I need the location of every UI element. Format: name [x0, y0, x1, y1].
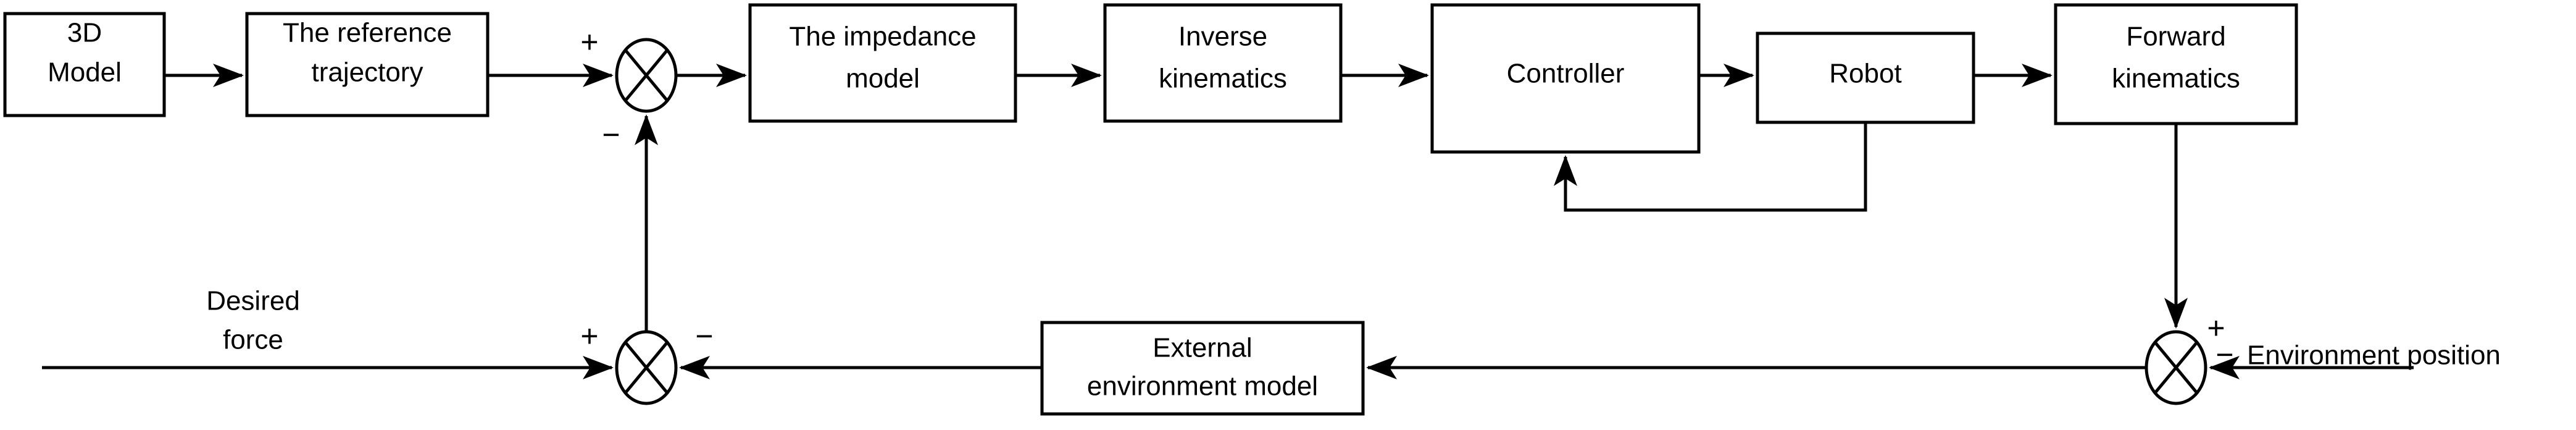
force-junction-minus-sign: − [695, 319, 713, 353]
block-robot-line1: Robot [1829, 59, 1901, 89]
environment-junction-minus-sign: − [2215, 337, 2233, 372]
wire-robot-feedback-to-controller [1554, 122, 1867, 212]
block-forward-kinematics: Forward kinematics [2054, 3, 2298, 125]
position-junction-minus-sign: − [602, 117, 620, 152]
force-junction-plus-sign: + [580, 319, 598, 353]
block-external-environment-model-line2: environment model [1087, 371, 1318, 402]
block-inverse-kinematics-line1: Inverse [1178, 22, 1267, 52]
block-3d-model-line2: Model [48, 57, 122, 88]
block-reference-trajectory: The reference trajectory [245, 12, 490, 117]
block-3d-model-line1: 3D [67, 18, 102, 48]
block-external-environment-model-line1: External [1153, 333, 1252, 363]
block-impedance-model-line2: model [846, 64, 920, 94]
environment-junction: + − [2145, 311, 2234, 405]
block-reference-trajectory-line1: The reference [283, 18, 452, 48]
block-controller: Controller [1430, 3, 1701, 154]
position-error-junction: + − [580, 25, 678, 152]
block-controller-line1: Controller [1507, 59, 1625, 89]
desired-force-label-line1: Desired [206, 286, 300, 316]
block-external-environment-model: External environment model [1040, 321, 1365, 416]
block-impedance-model-line1: The impedance [789, 22, 976, 52]
environment-position-label: Environment position [2247, 340, 2501, 371]
desired-force-label: Desired force [206, 286, 300, 355]
environment-junction-plus-sign: + [2207, 311, 2225, 345]
block-robot: Robot [1756, 32, 1975, 124]
block-inverse-kinematics-line2: kinematics [1159, 64, 1287, 94]
block-3d-model: 3D Model [3, 12, 166, 117]
block-inverse-kinematics: Inverse kinematics [1103, 3, 1343, 123]
desired-force-label-line2: force [223, 325, 283, 355]
force-error-junction: + − [580, 319, 714, 405]
position-junction-plus-sign: + [580, 25, 598, 59]
block-forward-kinematics-line2: kinematics [2112, 64, 2240, 94]
block-impedance-model: The impedance model [748, 3, 1017, 123]
block-forward-kinematics-line1: Forward [2126, 22, 2225, 52]
block-reference-trajectory-line2: trajectory [312, 57, 423, 88]
environment-position-label-text: Environment position [2247, 340, 2501, 371]
